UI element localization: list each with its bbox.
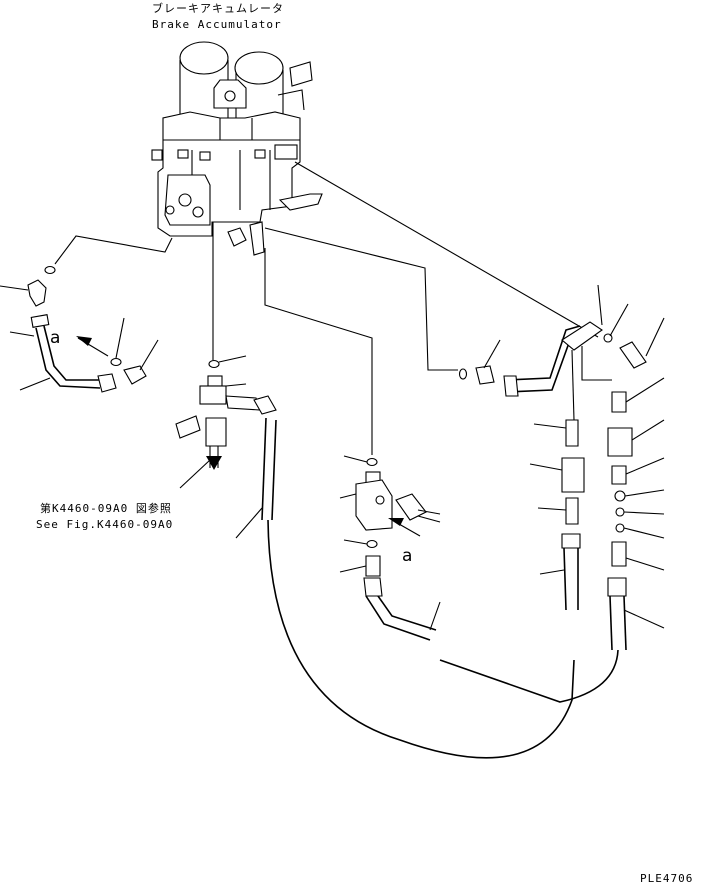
right-tube-group (439, 284, 665, 703)
left-fitting-group (0, 265, 159, 393)
reference-jp: 第K4460-09A0 図参照 (40, 502, 172, 515)
center-switch-group (175, 355, 575, 759)
drawing-code: PLE4706 (640, 872, 694, 885)
lower-block-group (339, 455, 441, 641)
view-label-a-left: a (50, 328, 61, 348)
brake-accumulator-assembly (151, 41, 323, 256)
title-jp: ブレーキアキュムレータ (152, 2, 284, 15)
title-en: Brake Accumulator (152, 18, 282, 31)
view-label-a-center: a (402, 546, 413, 566)
reference-en: See Fig.K4460-09A0 (36, 518, 174, 531)
